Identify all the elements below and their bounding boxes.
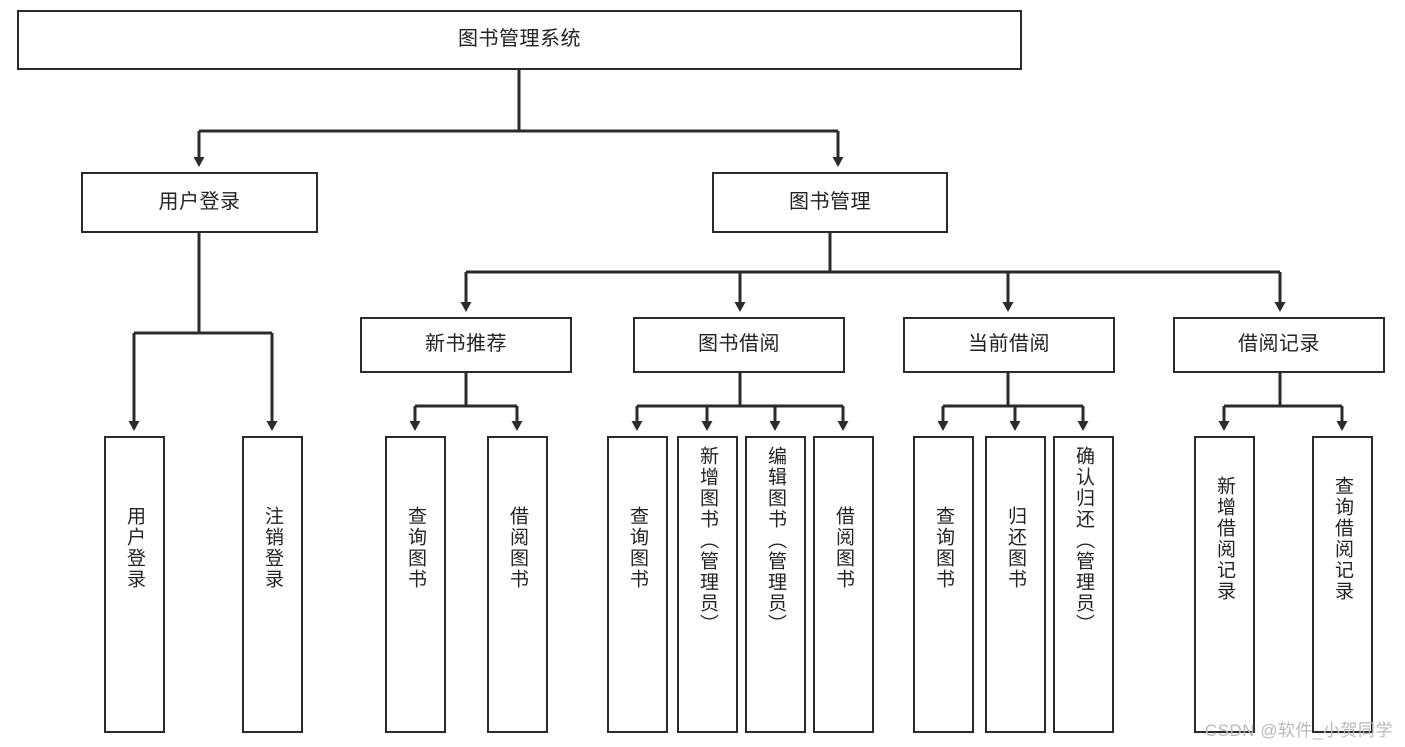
node-new-book-rec-label: 新书推荐	[425, 333, 507, 356]
node-leaf-query-record[interactable]: 查询借阅记录	[1312, 436, 1373, 733]
node-user-login-label: 用户登录	[158, 190, 241, 213]
node-book-borrow[interactable]: 图书借阅	[633, 317, 845, 373]
node-leaf-add-record[interactable]: 新增借阅记录	[1194, 436, 1255, 733]
node-leaf-confirm-return[interactable]: 确认归还（管理员）	[1053, 436, 1114, 733]
node-leaf-query-book-1-label: 查询图书	[405, 506, 426, 590]
node-leaf-query-book-2[interactable]: 查询图书	[607, 436, 668, 733]
node-current-borrow[interactable]: 当前借阅	[903, 317, 1115, 373]
node-book-manage[interactable]: 图书管理	[712, 172, 948, 233]
node-leaf-borrow-book-2[interactable]: 借阅图书	[813, 436, 874, 733]
node-leaf-add-book-label: 新增图书（管理员）	[697, 446, 718, 635]
node-leaf-return-book[interactable]: 归还图书	[985, 436, 1046, 733]
node-new-book-rec[interactable]: 新书推荐	[360, 317, 572, 373]
node-leaf-user-logout[interactable]: 注销登录	[242, 436, 303, 733]
node-user-login[interactable]: 用户登录	[81, 172, 318, 233]
node-leaf-return-book-label: 归还图书	[1005, 506, 1026, 590]
node-root-label: 图书管理系统	[458, 28, 581, 51]
node-current-borrow-label: 当前借阅	[968, 333, 1050, 356]
node-book-borrow-label: 图书借阅	[698, 333, 780, 356]
node-leaf-add-book[interactable]: 新增图书（管理员）	[677, 436, 738, 733]
node-leaf-add-record-label: 新增借阅记录	[1214, 476, 1235, 602]
node-leaf-query-record-label: 查询借阅记录	[1332, 476, 1353, 602]
node-leaf-query-book-2-label: 查询图书	[627, 506, 648, 590]
node-borrow-record[interactable]: 借阅记录	[1173, 317, 1385, 373]
node-leaf-edit-book-label: 编辑图书（管理员）	[765, 446, 786, 635]
node-borrow-record-label: 借阅记录	[1238, 333, 1320, 356]
node-leaf-borrow-book-1[interactable]: 借阅图书	[487, 436, 548, 733]
node-leaf-borrow-book-1-label: 借阅图书	[507, 506, 528, 590]
node-leaf-user-logout-label: 注销登录	[262, 506, 283, 590]
csdn-watermark: CSDN @软件_小贺同学	[1204, 721, 1393, 740]
node-root[interactable]: 图书管理系统	[17, 10, 1022, 70]
node-leaf-borrow-book-2-label: 借阅图书	[833, 506, 854, 590]
node-leaf-user-login[interactable]: 用户登录	[104, 436, 165, 733]
node-leaf-query-book-1[interactable]: 查询图书	[385, 436, 446, 733]
node-book-manage-label: 图书管理	[789, 190, 871, 213]
node-leaf-query-book-3-label: 查询图书	[933, 506, 954, 590]
node-leaf-query-book-3[interactable]: 查询图书	[913, 436, 974, 733]
node-leaf-confirm-return-label: 确认归还（管理员）	[1073, 446, 1094, 635]
node-leaf-user-login-label: 用户登录	[124, 506, 145, 590]
node-leaf-edit-book[interactable]: 编辑图书（管理员）	[745, 436, 806, 733]
